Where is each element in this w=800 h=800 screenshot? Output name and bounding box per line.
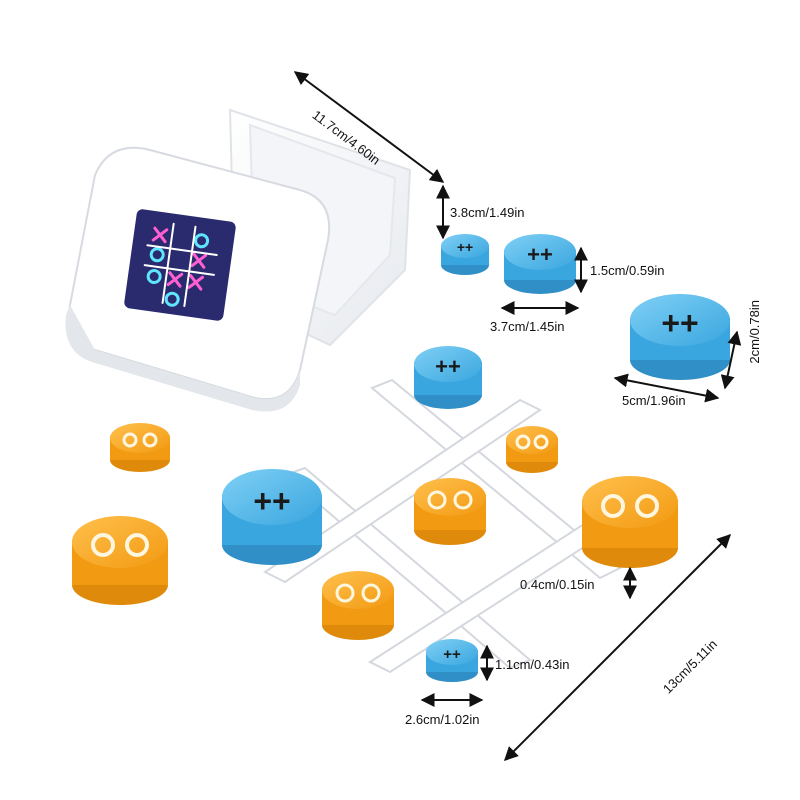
svg-text:++: ++ (457, 239, 473, 255)
label-medium-height: 1.5cm/0.59in (590, 263, 665, 278)
label-small-height: 1.1cm/0.43in (495, 657, 570, 672)
o-piece-right (582, 476, 678, 568)
arrow-box-width (293, 71, 445, 183)
x-piece-on-grid: ++ (414, 346, 482, 409)
svg-text:++: ++ (253, 483, 290, 519)
svg-text:++: ++ (527, 242, 553, 267)
x-piece-large: ++ (630, 294, 730, 380)
x-piece-medium: ++ (504, 234, 576, 294)
label-small-diameter: 2.6cm/1.02in (405, 712, 480, 727)
label-box-height: 3.8cm/1.49in (450, 205, 525, 220)
arrow-grid-size (504, 534, 731, 761)
arrow-large-height (720, 330, 742, 390)
x-piece-big-left: ++ (222, 469, 322, 565)
svg-text:++: ++ (661, 305, 698, 341)
o-piece-grid-center (414, 478, 486, 545)
svg-text:++: ++ (443, 646, 461, 663)
arrow-large-diameter (613, 373, 720, 403)
label-large-height: 2cm/0.78in (747, 300, 762, 364)
svg-text:++: ++ (435, 354, 461, 379)
label-large-diameter: 5cm/1.96in (622, 393, 686, 408)
label-medium-diameter: 3.7cm/1.45in (490, 319, 565, 334)
o-piece-grid-bottom-left (322, 571, 394, 640)
o-piece-grid-top-right (506, 426, 558, 473)
x-piece-bottom: ++ (426, 639, 478, 682)
grid-bar (263, 398, 542, 584)
lid-panel (124, 209, 236, 321)
label-grid-thickness: 0.4cm/0.15in (520, 577, 595, 592)
o-piece-large-left (72, 516, 168, 605)
box-lid-edge (65, 305, 300, 412)
x-piece-small: ++ (441, 234, 489, 275)
dimension-arrows (293, 71, 742, 761)
o-piece-small-left (110, 423, 170, 472)
